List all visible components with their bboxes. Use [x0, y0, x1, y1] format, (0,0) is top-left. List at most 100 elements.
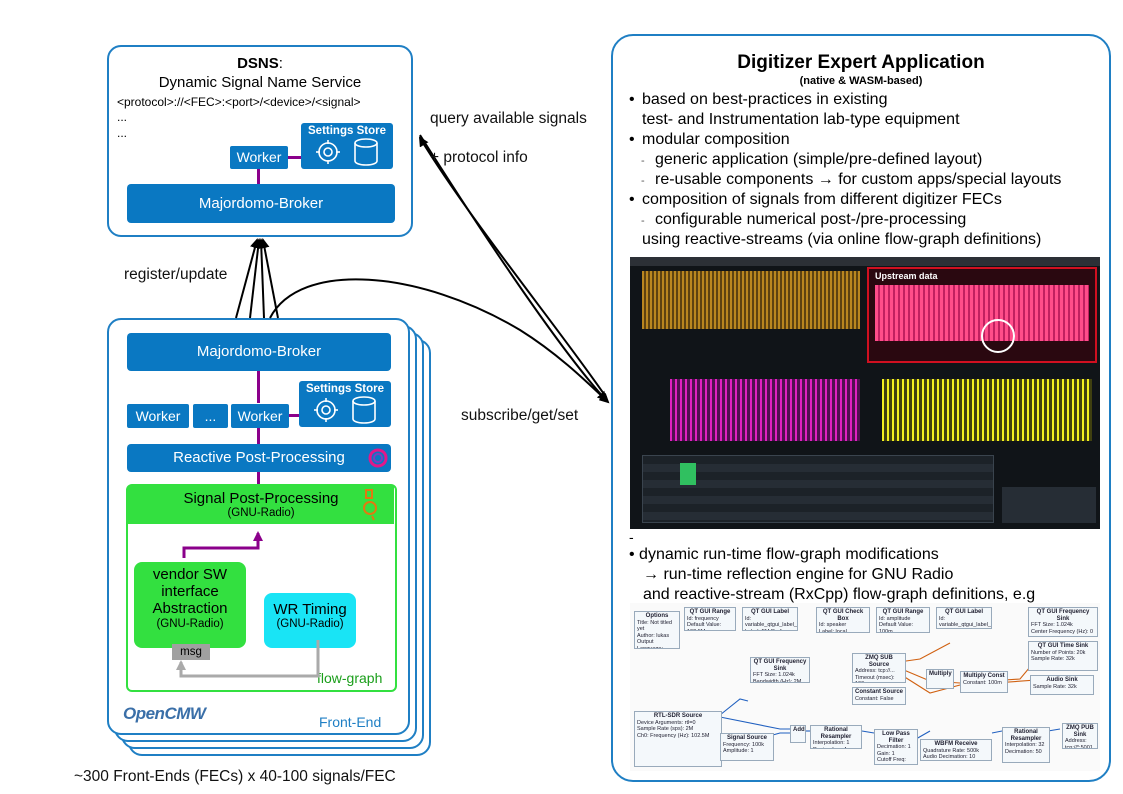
bullet-marker: •: [629, 131, 635, 148]
reactive-signal-link: [257, 472, 260, 486]
bullet-marker: •: [629, 91, 635, 108]
dsns-worker-link: [288, 156, 301, 159]
oscilloscope-screenshot: Upstream data: [630, 257, 1100, 529]
reactive-post-processing: Reactive Post-Processing: [127, 444, 391, 472]
flowgraph-block-title: QT GUI Time Sink: [1037, 643, 1089, 649]
scope-table-highlight: [680, 463, 696, 485]
flowgraph-block-param: Decimation: 50: [1005, 748, 1042, 755]
dsns-box: DSNS: Dynamic Signal Name Service <proto…: [107, 45, 413, 237]
dsns-pattern: <protocol>://<FEC>:<port>/<device>/<sign…: [117, 95, 361, 109]
scope-trace-magenta: [670, 379, 860, 441]
flowgraph-block-param: Constant: False: [855, 695, 894, 702]
scope-trace-orange: [642, 271, 860, 329]
bullet-text: composition of signals from different di…: [642, 191, 1002, 208]
flowgraph-block-param: FFT Size: 1.024k: [1031, 622, 1073, 628]
frontend-worker-1: Worker: [127, 404, 189, 428]
flowgraph-block-param: Author: lukas: [637, 632, 670, 639]
flowgraph-block-param: Id: variable_qtgui_label_0: [745, 615, 798, 629]
flowgraph-block-param: Interpolation: 32: [1005, 742, 1045, 748]
flowgraph-block-param: Decimation: 4: [813, 747, 859, 749]
broker-worker-link: [257, 371, 260, 403]
flowgraph-block-param: Frequency: 100k: [723, 741, 764, 748]
flowgraph-block-param: Address: tcp://*:5001: [1065, 738, 1093, 749]
bullet-marker: -: [641, 175, 645, 187]
frontend-broker: Majordomo-Broker: [127, 333, 391, 371]
flowgraph-block-param: Device Arguments: rtl=0: [637, 719, 696, 726]
bullet-text: based on best-practices in existing: [642, 91, 888, 108]
flowgraph-block-title: Low Pass Filter: [882, 731, 910, 744]
scope-panel-upstream: Upstream data: [867, 267, 1097, 363]
flowgraph-block-param: Ch0: Frequency (Hz): 102.5M: [637, 732, 710, 739]
msg-port: msg: [172, 644, 210, 660]
app-bullet-4: -generic application (simple/pre-defined…: [641, 150, 982, 171]
frontend-worker-2: Worker: [231, 404, 289, 428]
label-protocol-info: + protocol info: [430, 149, 528, 166]
flowgraph-block-param: Title: Not titled yet: [637, 619, 672, 633]
worker-reactive-link: [257, 428, 260, 445]
bullet-text: generic application (simple/pre-defined …: [655, 151, 983, 168]
app-box: Digitizer Expert Application (native & W…: [611, 34, 1111, 782]
flowgraph-block-param: Amplitude: 1: [723, 748, 754, 754]
flowgraph-block-param: Default Value: 102.5M: [687, 622, 722, 630]
bullet-text: test- and Instrumentation lab-type equip…: [642, 111, 960, 128]
app-title: Digitizer Expert Application: [737, 52, 985, 73]
database-icon: [354, 138, 378, 166]
app-dash: -: [629, 529, 634, 545]
dsns-subtitle: Dynamic Signal Name Service: [158, 74, 362, 91]
app-bullet-5: -re-usable components → for custom apps/…: [641, 170, 1061, 191]
flowgraph-block-param: Interpolation: 1: [813, 740, 850, 746]
app-bullet2-3: and reactive-stream (RxCpp) flow-graph d…: [643, 586, 1036, 603]
flowgraph-block-param: Gain: 1: [877, 750, 895, 757]
label-fec-count: ~300 Front-Ends (FECs) x 40-100 signals/…: [74, 768, 396, 785]
flowgraph-block-title: QT GUI Range: [689, 609, 731, 615]
flowgraph-block-title: ZMQ SUB Source: [865, 655, 893, 668]
app-bullet-1: • based on best-practices in existing: [629, 90, 887, 109]
dsns-worker-broker-link: [257, 169, 260, 185]
flowgraph-block-title: Rational Resampler: [820, 727, 852, 740]
frontend-settings-store: Settings Store: [299, 381, 391, 427]
bullet-text: configurable numerical post-/pre-process…: [655, 211, 967, 228]
label-register: register/update: [124, 266, 228, 283]
flowgraph-block-title: Options: [645, 613, 669, 619]
flowgraph-block-param: Id: variable_qtgui_label_0: [939, 615, 992, 629]
flowgraph-block-param: Quadrature Rate: 500k: [923, 747, 979, 754]
flowgraph-block-title: QT GUI Label: [944, 609, 983, 615]
app-subtitle: (native & WASM-based): [799, 75, 923, 87]
flowgraph-block-param: Center Frequency (Hz): 0: [1031, 628, 1094, 635]
flowgraph-block-param: Label: local speaker: [819, 628, 847, 633]
flowgraph-block-param: Sample Rate (sps): 2M: [637, 726, 694, 732]
wr-timing-box: WR Timing (GNU-Radio): [264, 593, 356, 648]
flowgraph-block-param: Output Language: Python: [637, 639, 663, 649]
flowgraph-block-title: Multiply: [929, 671, 952, 677]
dsns-dots-1: ...: [117, 110, 128, 124]
flowgraph-block-param: Default Value: 100m: [879, 622, 914, 633]
app-bullet-2: test- and Instrumentation lab-type equip…: [629, 110, 960, 129]
flowgraph-block-title: Audio Sink: [1046, 677, 1078, 683]
flowgraph-block-title: Add: [793, 727, 805, 733]
flowgraph-block-param: Address: tcp://...: [855, 668, 895, 674]
flowgraph-block-param: Bandwidth (Hz): 2M: [753, 678, 802, 683]
gnuradio-logo-icon: [363, 489, 377, 521]
flowgraph-block-title: QT GUI Frequency Sink: [753, 659, 807, 672]
flowgraph-block-param: Audio Decimation: 10: [923, 754, 976, 760]
flowgraph-block-param: Label: FM Radio Source: [745, 629, 795, 631]
bullet-text: re-usable components → for custom apps/s…: [655, 171, 1062, 188]
app-bullet-7: -configurable numerical post-/pre-proces…: [641, 210, 966, 231]
flowgraph-block-param: Label: GUI Radio Client: [939, 629, 989, 630]
frontend-label: Front-End: [319, 714, 382, 730]
flowgraph-block-title: Signal Source: [726, 735, 767, 741]
